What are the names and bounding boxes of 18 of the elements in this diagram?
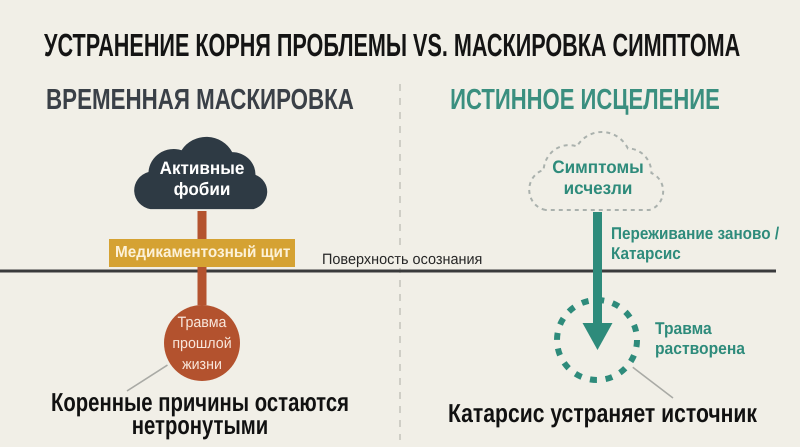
- title-text: УСТРАНЕНИЕ КОРНЯ ПРОБЛЕМЫ VS. МАСКИРОВКА СИМПТОМА: [44, 26, 740, 64]
- node-label: Травма прошлой жизни: [171, 312, 233, 374]
- caption-text: Катарсис устраняет источник: [448, 398, 757, 428]
- connector-line: [198, 267, 206, 305]
- shield-banner: [109, 239, 295, 267]
- surface-label: Поверхность осознания: [322, 251, 482, 268]
- dashed-ring: [554, 297, 640, 383]
- arrow: [582, 212, 612, 350]
- node-label: Медикаментозный щит: [114, 244, 290, 262]
- connector-line: [198, 211, 206, 239]
- caption-text: Коренные причины остаются нетронутыми: [44, 391, 356, 437]
- node-label: Активные фобии: [158, 158, 246, 200]
- leader-line: [126, 364, 168, 392]
- node-caption: Травма растворена: [655, 319, 746, 359]
- leader-line: [632, 366, 674, 399]
- section-heading: ВРЕМЕННАЯ МАСКИРОВКА: [46, 84, 354, 117]
- section-heading: ИСТИННОЕ ИСЦЕЛЕНИЕ: [450, 84, 720, 117]
- node-label: Симптомы исчезли: [550, 157, 644, 199]
